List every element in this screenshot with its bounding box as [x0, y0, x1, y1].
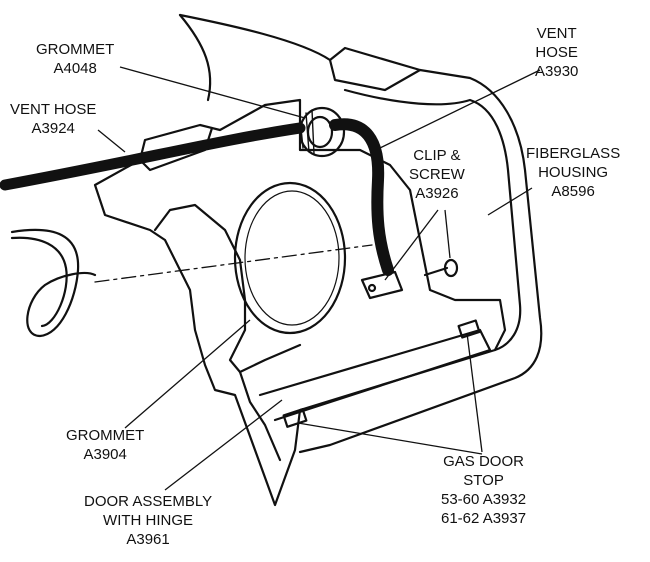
leader-clip-to-screw — [444, 209, 451, 259]
leader-grommet-a4048 — [119, 66, 306, 119]
label-grommet-a3904-line1: GROMMET — [66, 427, 145, 444]
label-fiberglass-housing-line2: HOUSING — [538, 164, 609, 181]
label-gas-door-stop-line4: 61-62 A3937 — [441, 510, 527, 527]
label-vent-hose-a3930-line2: HOSE — [535, 44, 578, 61]
clip-a3926 — [360, 270, 404, 300]
label-door-assembly: DOOR ASSEMBLY WITH HINGE A3961 — [84, 492, 212, 549]
label-clip-screw-line3: A3926 — [415, 185, 459, 202]
label-grommet-a3904-line2: A3904 — [83, 446, 127, 463]
label-grommet-a3904: GROMMET A3904 — [66, 426, 144, 464]
label-door-assembly-line1: DOOR ASSEMBLY — [84, 493, 213, 510]
vent-hose-a3924 — [0, 122, 306, 191]
label-vent-hose-a3924: VENT HOSE A3924 — [10, 100, 96, 138]
vent-hose-loop-second — [10, 236, 68, 328]
door-panel-outline — [93, 98, 507, 507]
vent-hose-a3930 — [329, 118, 394, 276]
leader-stop-left — [297, 422, 483, 455]
label-grommet-a4048-line1: GROMMET — [36, 41, 115, 58]
label-fiberglass-housing: FIBERGLASS HOUSING A8596 — [526, 144, 620, 201]
fiberglass-housing-shell — [178, 13, 543, 454]
label-gas-door-stop-line2: STOP — [463, 472, 504, 489]
leader-grommet-a3904 — [124, 319, 251, 429]
leader-vent-hose-a3930 — [379, 69, 541, 149]
clip-hole — [367, 283, 377, 293]
gas-door-stop-left — [282, 408, 308, 428]
label-gas-door-stop: GAS DOOR STOP 53-60 A3932 61-62 A3937 — [441, 452, 526, 528]
label-vent-hose-a3930: VENT HOSE A3930 — [535, 24, 578, 81]
leader-stop-right — [466, 332, 483, 453]
gas-door-stop-right — [457, 319, 481, 339]
label-vent-hose-a3924-line1: VENT HOSE — [10, 101, 97, 118]
filler-opening-inner — [244, 190, 340, 326]
label-clip-screw-line1: CLIP & — [413, 147, 461, 164]
screw-a3926-head — [443, 258, 459, 278]
leader-clip-to-clip — [384, 209, 439, 281]
label-grommet-a4048: GROMMET A4048 — [36, 40, 114, 78]
label-vent-hose-a3924-line2: A3924 — [31, 120, 75, 137]
housing-top-lip — [328, 58, 422, 92]
filler-opening — [233, 181, 347, 335]
label-clip-screw: CLIP & SCREW A3926 — [409, 146, 465, 203]
label-gas-door-stop-line1: GAS DOOR — [443, 453, 524, 470]
label-fiberglass-housing-line3: A8596 — [551, 183, 595, 200]
label-gas-door-stop-line3: 53-60 A3932 — [441, 491, 527, 508]
label-fiberglass-housing-line1: FIBERGLASS — [526, 145, 621, 162]
label-grommet-a4048-line2: A4048 — [53, 60, 97, 77]
door-bottom-panel — [258, 328, 492, 422]
label-clip-screw-line2: SCREW — [409, 166, 465, 183]
leader-vent-hose-a3924 — [97, 129, 126, 153]
screw-a3926-shaft — [423, 266, 449, 277]
label-door-assembly-line2: WITH HINGE — [103, 512, 194, 529]
door-panel-inner-edge — [153, 203, 302, 374]
centerline — [94, 244, 373, 283]
door-hinge-rail — [238, 370, 282, 462]
label-door-assembly-line3: A3961 — [126, 531, 170, 548]
leader-fiberglass-housing — [487, 187, 533, 216]
leader-door-assembly — [164, 399, 283, 491]
label-vent-hose-a3930-line3: A3930 — [535, 63, 579, 80]
vent-hose-a3924-loop — [10, 228, 97, 338]
label-vent-hose-a3930-line1: VENT — [536, 25, 577, 42]
grommet-a4048-inner — [306, 115, 334, 149]
housing-inner-rim — [343, 88, 522, 352]
